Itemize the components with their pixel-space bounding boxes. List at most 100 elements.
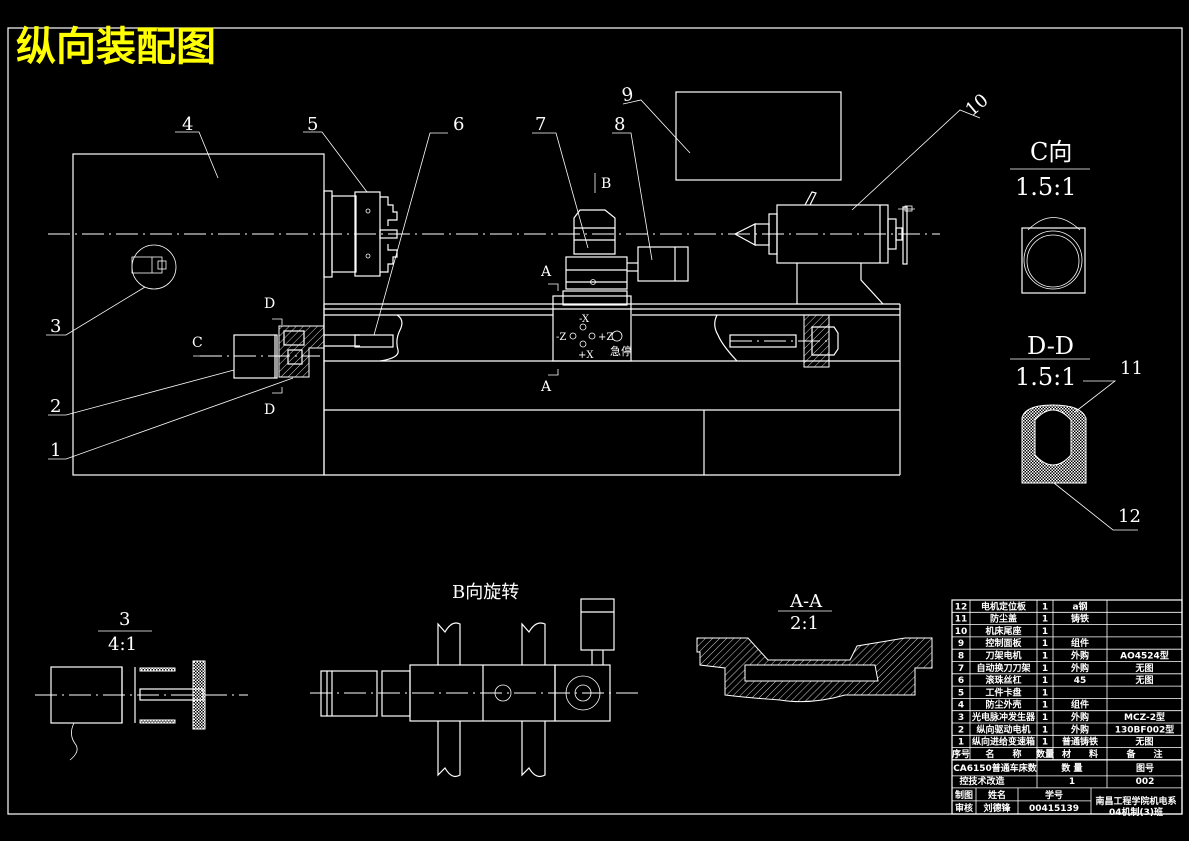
balloon-10: 10: [962, 90, 993, 121]
cell-material: 外购: [1070, 662, 1089, 674]
cell-no: 3: [958, 713, 964, 723]
cell-remark: 130BF002型: [1115, 723, 1175, 735]
cell-material: 外购: [1070, 723, 1089, 735]
cell-material: 组件: [1071, 699, 1089, 711]
qty-value: 1: [1069, 777, 1075, 787]
tool-post: [552, 209, 638, 362]
cell-remark: 无图: [1134, 675, 1153, 686]
control-panel-box: [675, 91, 842, 181]
saddle-controls: -X -Z +Z +X 急停: [556, 314, 632, 361]
cell-name: 光电脉冲发生器: [971, 711, 1036, 723]
cell-name: 防尘盖: [990, 613, 1017, 625]
cell-no: 9: [958, 639, 964, 649]
class-name: 04机制(3)班: [1109, 806, 1163, 818]
cell-name: 纵向驱动电机: [976, 723, 1030, 735]
cell-remark: 无图: [1134, 737, 1153, 748]
cell-no: 4: [958, 701, 964, 711]
cell-no: 10: [955, 627, 968, 637]
cell-material: 组件: [1071, 637, 1089, 649]
cell-name: 防尘外壳: [985, 699, 1021, 711]
section-aa: A-A 2:1: [696, 591, 933, 703]
section-dd: D-D 1.5:1 11 12: [1010, 332, 1143, 531]
cell-name: 电机定位板: [981, 600, 1027, 612]
main-view: D D C A A B -X -Z +Z +X 急停: [46, 84, 993, 476]
balloon-2: 2: [50, 396, 61, 417]
svg-text:3: 3: [119, 609, 130, 630]
drawn-label: 制图: [955, 789, 973, 801]
svg-text:A: A: [540, 264, 552, 280]
cell-qty: 1: [1042, 725, 1048, 735]
svg-text:2:1: 2:1: [790, 613, 819, 634]
cell-remark: MCZ-2型: [1124, 711, 1165, 723]
screw-bearing: [803, 314, 830, 368]
cell-material: 外购: [1070, 650, 1089, 662]
parts-list-row: 9 控制面板 1 组件: [958, 637, 1089, 649]
svg-text:C: C: [192, 335, 203, 351]
cell-no: 12: [955, 602, 968, 612]
cell-qty: 1: [1042, 701, 1048, 711]
cell-qty: 1: [1042, 713, 1048, 723]
svg-text:+Z: +Z: [598, 332, 613, 343]
cell-name: 控制面板: [985, 637, 1022, 649]
cell-qty: 1: [1042, 652, 1048, 662]
tool-post-motor: [637, 246, 689, 282]
qty-label: 数 量: [1061, 762, 1082, 774]
svg-text:D: D: [264, 402, 275, 418]
cell-material: 45: [1074, 676, 1087, 686]
cell-qty: 1: [1042, 664, 1048, 674]
cell-no: 7: [958, 664, 964, 674]
svg-text:C向: C向: [1030, 138, 1072, 166]
svg-text:A-A: A-A: [789, 591, 823, 612]
cell-no: 6: [958, 676, 964, 686]
svg-text:A: A: [540, 379, 552, 395]
balloon-1: 1: [50, 440, 61, 461]
chuck: [323, 190, 398, 278]
svg-text:D: D: [264, 296, 275, 312]
parts-list-row: 4 防尘外壳 1 组件: [958, 699, 1089, 711]
detail-3: 3 4:1: [35, 609, 248, 761]
cell-qty: 1: [1042, 639, 1048, 649]
cell-material: 外购: [1070, 711, 1089, 723]
balloon-12: 12: [1118, 506, 1141, 527]
drawing-border: [7, 27, 1183, 815]
cell-no: 1: [958, 738, 964, 748]
balloon-5: 5: [307, 114, 318, 135]
cell-qty: 1: [1042, 627, 1048, 637]
cell-no: 2: [958, 725, 964, 735]
svg-text:+X: +X: [578, 350, 594, 361]
svg-text:B: B: [601, 176, 611, 192]
ball-screw: [324, 314, 839, 368]
svg-text:1.5:1: 1.5:1: [1015, 363, 1077, 391]
headstock-housing: [72, 153, 325, 476]
cell-remark: AO4524型: [1120, 650, 1169, 662]
section-markers: D D C A A B: [192, 173, 611, 418]
cell-qty: 1: [1042, 688, 1048, 698]
cell-name: 滚珠丝杠: [985, 674, 1021, 686]
cell-no: 11: [955, 615, 968, 625]
name-label: 姓名: [987, 789, 1006, 801]
tailstock: [733, 191, 915, 305]
cell-name: 名 称: [985, 748, 1021, 760]
svg-text:急停: 急停: [610, 344, 632, 358]
svg-text:-Z: -Z: [556, 332, 566, 343]
svg-text:-X: -X: [579, 314, 590, 325]
cell-name: 纵向进给变速箱: [972, 736, 1035, 748]
cell-no: 序号: [952, 748, 970, 760]
cell-remark: 无图: [1134, 663, 1153, 674]
cell-qty: 1: [1042, 615, 1048, 625]
cell-name: 工件卡盘: [985, 686, 1021, 698]
drawing-title: 纵向装配图: [16, 24, 216, 70]
svg-text:B向旋转: B向旋转: [452, 582, 519, 603]
cell-material: a钢: [1072, 600, 1087, 612]
cell-material: 材 料: [1061, 748, 1098, 760]
